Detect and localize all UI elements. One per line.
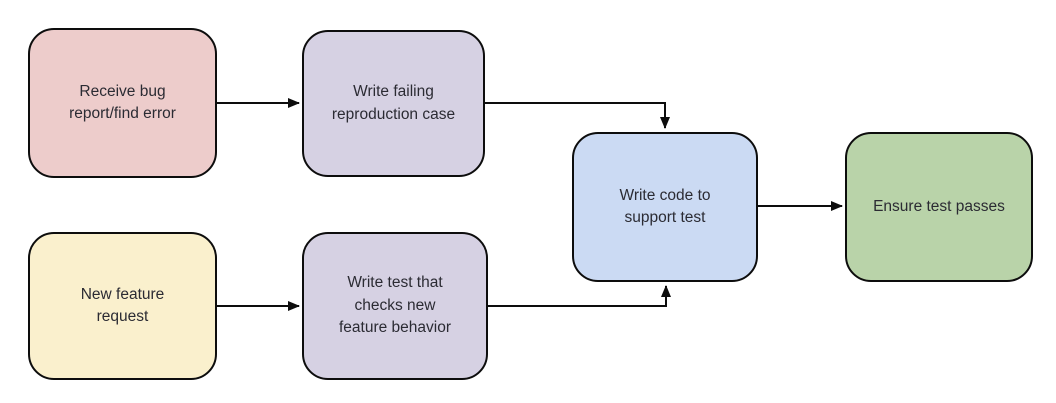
node-label: Ensure test passes <box>873 197 1005 215</box>
arrow-write-test-to-write-code <box>488 285 671 307</box>
node-label: Write code to support test <box>619 186 711 226</box>
node-label: Receive bug report/find error <box>69 82 176 122</box>
node-label: New feature request <box>80 285 165 325</box>
node-write-failing-repro-case: Write failing reproduction case <box>302 30 485 177</box>
node-ensure-test-passes: Ensure test passes <box>845 132 1033 282</box>
node-receive-bug-report: Receive bug report/find error <box>28 28 217 178</box>
node-label: Write test that checks new feature behav… <box>338 274 452 337</box>
arrow-failing-repro-to-write-code <box>485 102 670 129</box>
node-label: Write failing reproduction case <box>331 83 456 123</box>
node-new-feature-request: New feature request <box>28 232 217 380</box>
node-write-test-checks-feature: Write test that checks new feature behav… <box>302 232 488 380</box>
node-write-code-support-test: Write code to support test <box>572 132 758 282</box>
